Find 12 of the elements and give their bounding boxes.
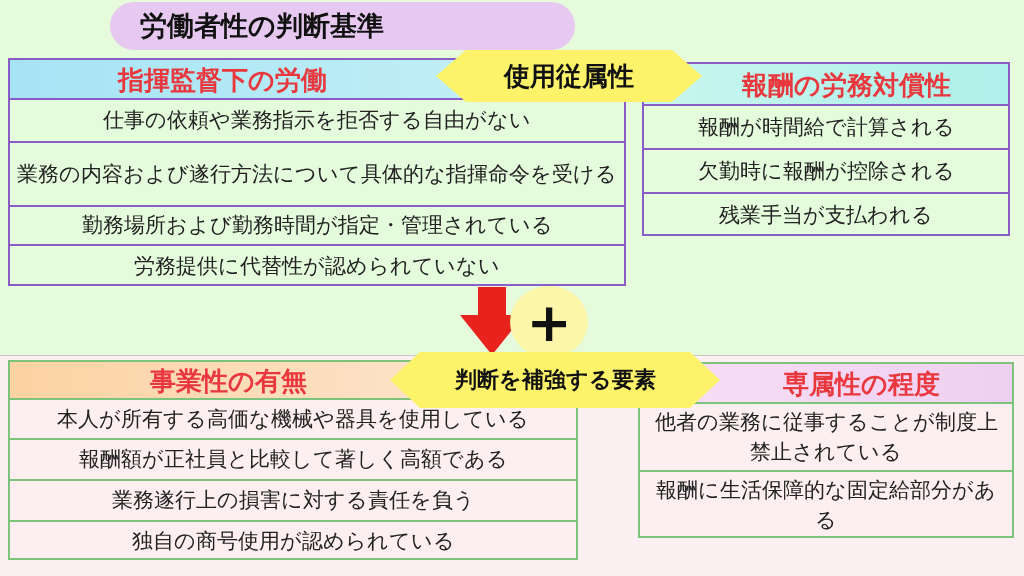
criterion-row: 労務提供に代替性が認められていない — [10, 244, 624, 286]
criterion-row: 報酬に生活保障的な固定給部分がある — [640, 470, 1012, 538]
criterion-row: 報酬が時間給で計算される — [644, 104, 1008, 148]
criterion-row: 業務の内容および遂行方法について具体的な指揮命令を受ける — [10, 141, 624, 205]
group-box — [642, 62, 1010, 236]
title-banner: 労働者性の判断基準 — [110, 2, 575, 50]
criterion-row: 欠勤時に報酬が控除される — [644, 148, 1008, 192]
criterion-row: 報酬額が正社員と比較して著しく高額である — [10, 438, 576, 479]
criterion-row: 勤務場所および勤務時間が指定・管理されている — [10, 205, 624, 244]
criterion-row: 独自の商号使用が認められている — [10, 520, 576, 560]
criterion-row: 残業手当が支払われる — [644, 192, 1008, 236]
criterion-row: 業務遂行上の損害に対する責任を負う — [10, 479, 576, 520]
